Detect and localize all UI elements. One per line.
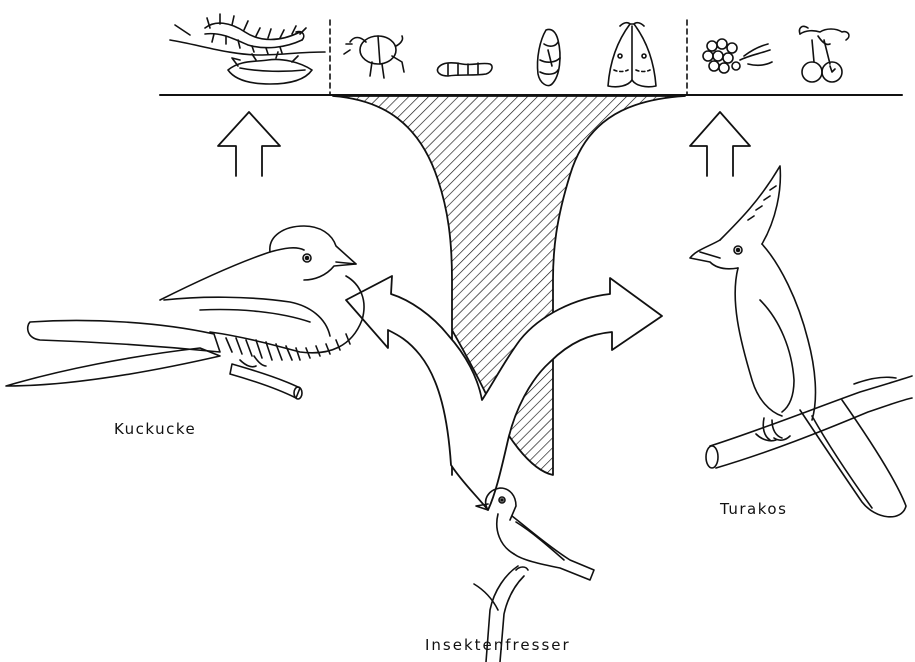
caterpillar-icon xyxy=(170,14,325,55)
up-arrow-right xyxy=(690,112,750,176)
up-arrow-left xyxy=(218,112,280,176)
beetle-icon xyxy=(344,36,404,78)
turaco-bird xyxy=(690,166,912,517)
leaf-icon xyxy=(228,52,312,84)
label-insektenfresser: Insektenfresser xyxy=(425,636,571,654)
label-turakos: Turakos xyxy=(720,500,787,518)
larva-icon xyxy=(437,63,492,76)
berries-icon xyxy=(703,39,772,73)
cherries-icon xyxy=(799,26,848,82)
moth-icon xyxy=(608,23,656,87)
label-kuckucke: Kuckucke xyxy=(114,420,196,438)
pupa-icon xyxy=(537,29,560,85)
cuckoo-bird xyxy=(6,226,364,399)
